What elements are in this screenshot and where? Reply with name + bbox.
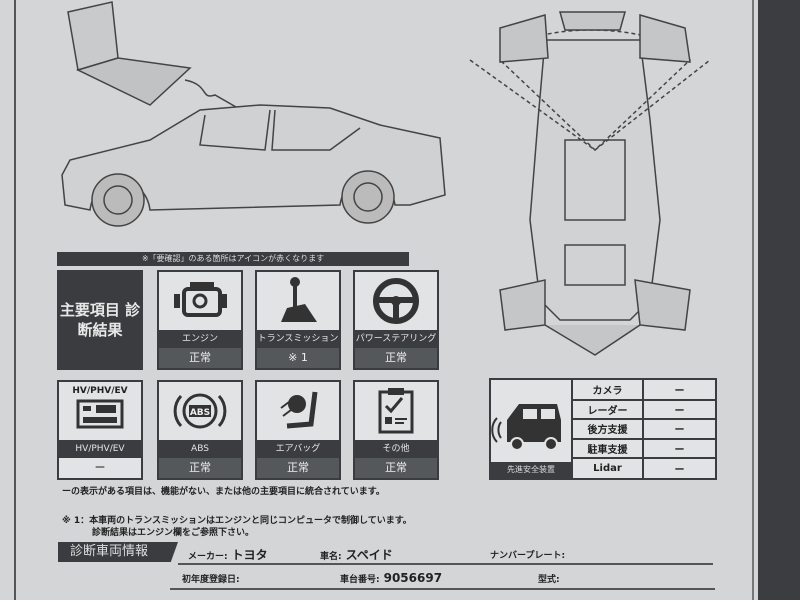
vehicle-info-heading: 診断車両情報 bbox=[58, 542, 178, 562]
laptop-icon bbox=[67, 1, 251, 116]
item-hv-phv-ev: HV/PHV/EV HV/PHV/EV ー bbox=[57, 380, 143, 480]
item-transmission: トランスミッション ※ 1 bbox=[255, 270, 341, 370]
item-airbag: エアバッグ 正常 bbox=[255, 380, 341, 480]
clipboard-icon bbox=[355, 382, 437, 440]
steering-wheel-icon bbox=[355, 272, 437, 330]
status-value: ※ 1 bbox=[257, 348, 339, 368]
car-top-illustration bbox=[469, 11, 711, 356]
registration-date-field: 初年度登録日: bbox=[182, 575, 240, 585]
car-name-field: 車名:スペイド bbox=[320, 548, 393, 562]
model-field: 型式: bbox=[538, 575, 560, 585]
transmission-footnote-2: 診断結果はエンジン欄をご参照下さい。 bbox=[92, 528, 255, 538]
chassis-number-field: 車台番号:9056697 bbox=[340, 571, 443, 585]
engine-icon bbox=[159, 272, 241, 330]
item-abs: ABS ABS 正常 bbox=[157, 380, 243, 480]
status-value: 正常 bbox=[355, 348, 437, 368]
table-row: 駐車支援ー bbox=[573, 438, 715, 460]
maker-field: メーカー:トヨタ bbox=[188, 548, 268, 562]
table-row: レーダーー bbox=[573, 399, 715, 421]
battery-icon bbox=[59, 399, 141, 429]
abs-icon: ABS bbox=[159, 382, 241, 440]
page-border-right bbox=[752, 0, 754, 600]
item-other: その他 正常 bbox=[353, 380, 439, 480]
divider bbox=[170, 588, 715, 590]
dash-note: ーの表示がある項目は、機能がない、または他の主要項目に統合されています。 bbox=[62, 487, 385, 497]
table-row: 後方支援ー bbox=[573, 419, 715, 440]
gear-shift-icon bbox=[257, 272, 339, 330]
divider bbox=[178, 563, 713, 565]
item-power-steering: パワーステアリング 正常 bbox=[353, 270, 439, 370]
diagram-illustrations bbox=[61, 1, 711, 356]
status-value: 正常 bbox=[257, 458, 339, 478]
advanced-safety-caption: 先進安全装置 bbox=[491, 462, 571, 478]
page-border-left bbox=[14, 0, 16, 600]
table-row: カメラー bbox=[573, 380, 715, 401]
status-value: 正常 bbox=[355, 458, 437, 478]
background-edge bbox=[758, 0, 800, 600]
svg-text:ABS: ABS bbox=[190, 408, 210, 418]
main-items-heading: 主要項目 診断結果 bbox=[57, 270, 143, 370]
notice-banner: ※「要確認」のある箇所はアイコンが赤くなります bbox=[57, 252, 409, 266]
airbag-icon bbox=[257, 382, 339, 440]
status-value: ー bbox=[59, 458, 141, 478]
plate-field: ナンバープレート: bbox=[490, 551, 566, 561]
item-engine: エンジン 正常 bbox=[157, 270, 243, 370]
transmission-footnote: ※ 1：本車両のトランスミッションはエンジンと同じコンピュータで制御しています。 bbox=[62, 516, 412, 526]
car-side-illustration bbox=[61, 104, 446, 227]
status-value: 正常 bbox=[159, 348, 241, 368]
status-value: 正常 bbox=[159, 458, 241, 478]
car-sensor-icon bbox=[491, 404, 561, 451]
